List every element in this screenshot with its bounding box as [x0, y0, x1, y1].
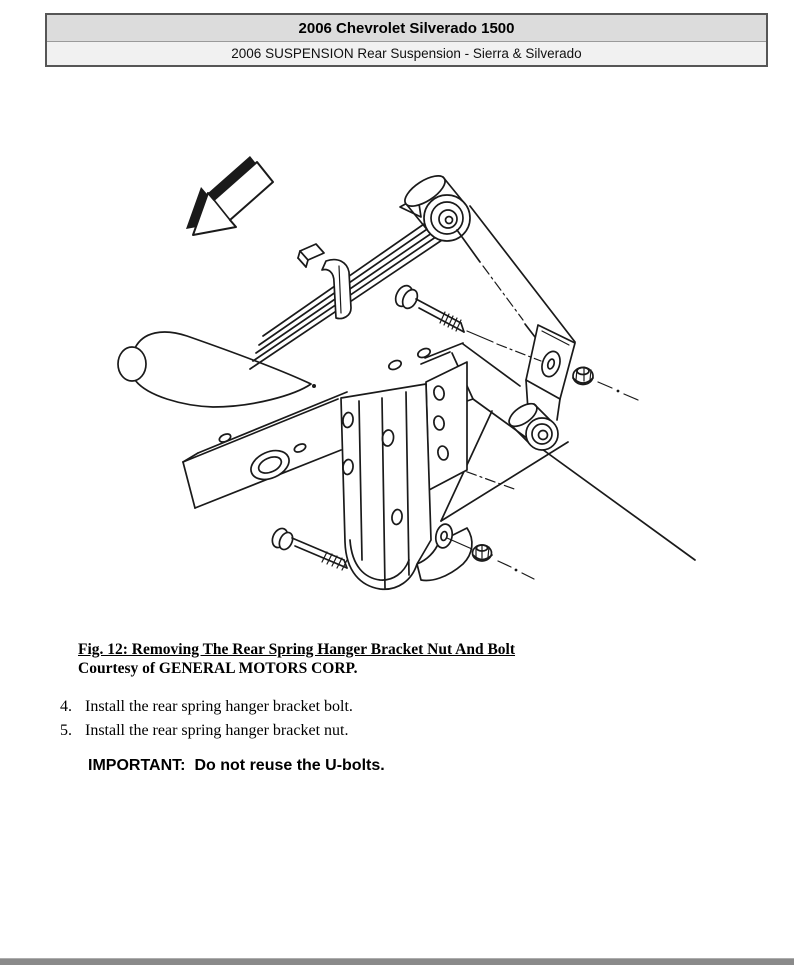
leaf-spring — [249, 196, 455, 370]
list-item: 4. Install the rear spring hanger bracket… — [60, 695, 353, 719]
step-text: Install the rear spring hanger bracket b… — [85, 698, 353, 715]
important-label: IMPORTANT: — [88, 757, 186, 774]
lower-hanger-nut — [471, 544, 535, 580]
upper-hanger-bolt — [394, 284, 542, 362]
spring-clip-icon — [297, 243, 325, 268]
exhaust-tube-icon — [117, 331, 316, 408]
list-item: 5. Install the rear spring hanger bracket… — [60, 719, 353, 743]
bottom-edge-bar — [0, 958, 794, 965]
figure-caption: Fig. 12: Removing The Rear Spring Hanger… — [78, 641, 516, 658]
figure-caption-block: Fig. 12: Removing The Rear Spring Hanger… — [78, 640, 515, 678]
header-table: 2006 Chevrolet Silverado 1500 2006 SUSPE… — [45, 13, 768, 67]
important-text: Do not reuse the U-bolts. — [194, 757, 385, 774]
hanger-bracket — [340, 361, 473, 591]
shackle — [456, 205, 576, 421]
shackle-bushing — [508, 402, 559, 451]
step-number: 4. — [60, 698, 72, 715]
figure-diagram — [117, 156, 696, 591]
lower-washer — [434, 523, 473, 550]
spring-eye-bushing — [404, 175, 471, 242]
figure-credit: Courtesy of GENERAL MOTORS CORP. — [78, 660, 358, 677]
step-text: Install the rear spring hanger bracket n… — [85, 722, 349, 739]
step-number: 5. — [60, 722, 72, 739]
lower-hanger-bolt — [271, 527, 348, 571]
spring-clamp — [321, 258, 352, 320]
upper-hanger-nut — [572, 366, 639, 401]
upper-washer — [541, 350, 561, 378]
direction-arrow-icon — [186, 156, 274, 236]
frame-rail — [182, 342, 696, 561]
step-list: 4. Install the rear spring hanger bracket… — [60, 695, 353, 743]
page-subtitle: 2006 SUSPENSION Rear Suspension - Sierra… — [47, 42, 766, 65]
important-note: IMPORTANT: Do not reuse the U-bolts. — [88, 757, 385, 775]
page-title: 2006 Chevrolet Silverado 1500 — [47, 15, 766, 42]
